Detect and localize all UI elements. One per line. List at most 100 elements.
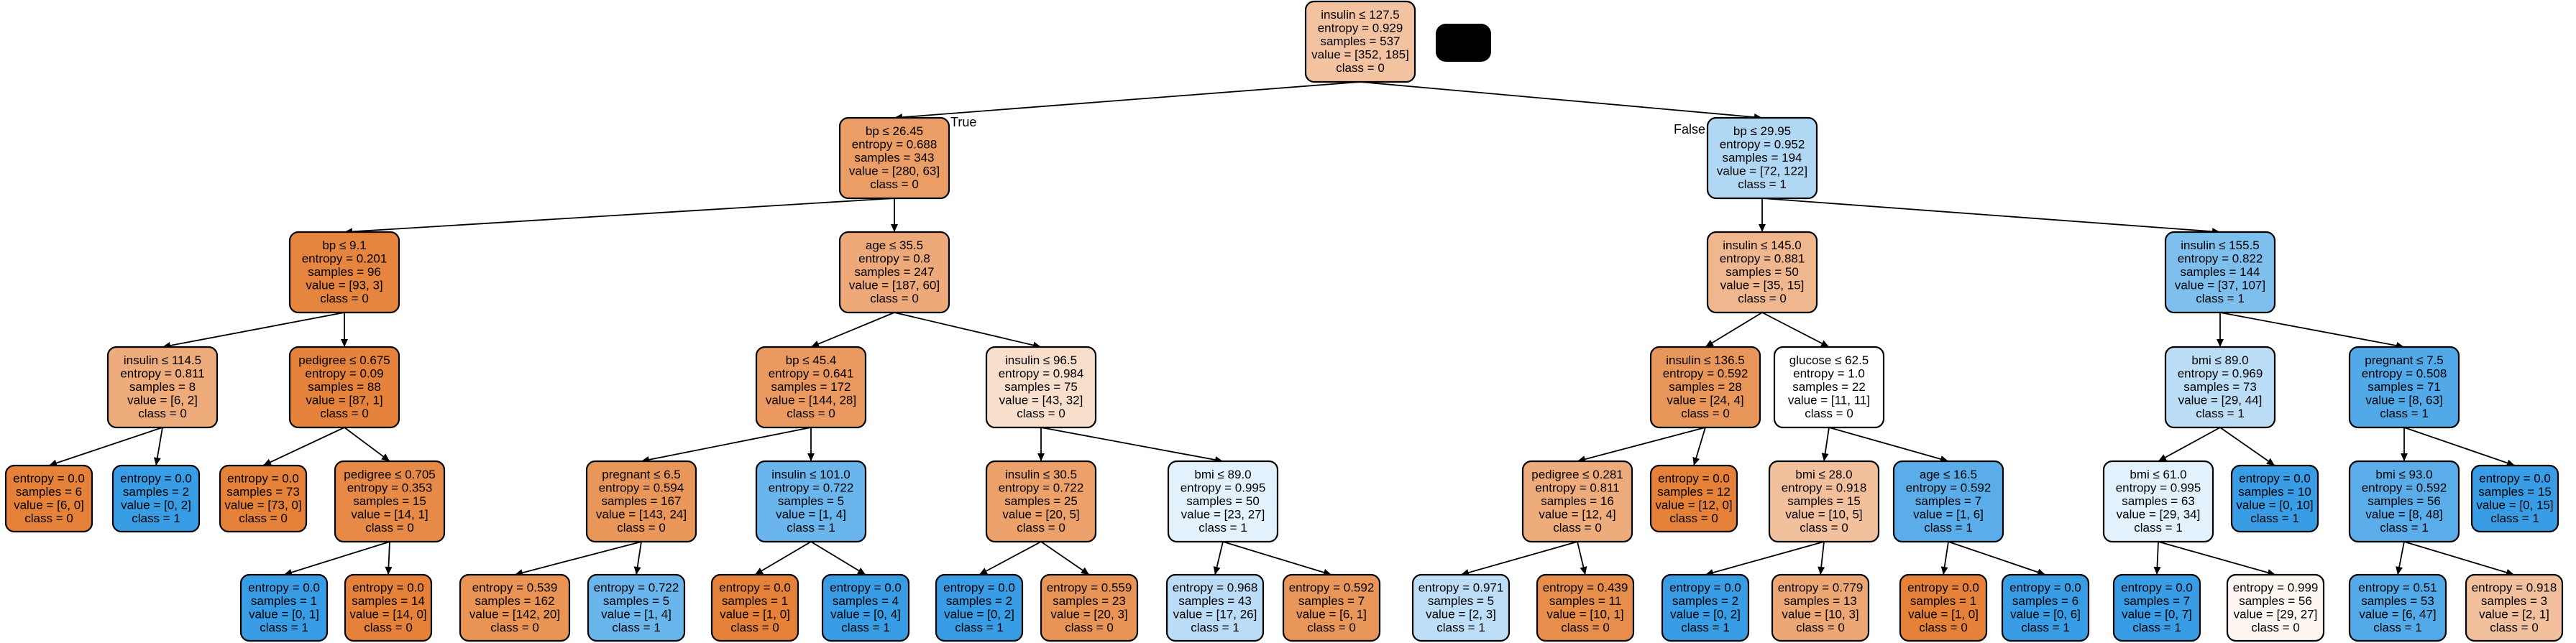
tree-edge-n5-n12 — [1761, 312, 1830, 348]
node-box — [1649, 346, 1761, 429]
node-text-line: samples = 22 — [1792, 380, 1866, 394]
node-box — [2230, 464, 2319, 533]
node-text-line: entropy = 0.201 — [302, 252, 388, 266]
node-text-line: samples = 73 — [2183, 380, 2257, 394]
node-box — [755, 460, 867, 543]
node-text-line: samples = 4 — [833, 594, 899, 608]
edge-arrowhead — [1940, 566, 1948, 575]
node-text-line: insulin ≤ 114.5 — [124, 353, 201, 367]
node-box — [1892, 460, 2004, 543]
true-edge-label: True — [950, 115, 976, 129]
node-text-line: class = 1 — [2196, 292, 2245, 305]
node-text-line: value = [0, 7] — [2122, 607, 2192, 621]
node-text-line: bp ≤ 26.45 — [866, 124, 923, 138]
node-text-line: insulin ≤ 101.0 — [771, 468, 851, 481]
tree-edge-n4-n9 — [810, 312, 895, 348]
tree-edge-n5-n11 — [1705, 312, 1763, 348]
node-text-line: value = [0, 2] — [121, 498, 191, 512]
node-box — [1282, 573, 1381, 642]
node-text-line: samples = 1 — [1910, 594, 1976, 608]
node-box — [2465, 573, 2564, 642]
node-text-line: value = [280, 63] — [849, 165, 940, 178]
edge-arrowhead — [811, 341, 820, 348]
node-text-line: pedigree ≤ 0.675 — [298, 353, 390, 367]
tree-edge-n8-n18 — [344, 427, 390, 462]
node-text-line: class = 0 — [1800, 521, 1848, 535]
node-box — [106, 346, 219, 429]
node-text-line: samples = 12 — [1657, 485, 1731, 499]
node-text-line: entropy = 0.8 — [858, 252, 930, 266]
node-text-line: pregnant ≤ 6.5 — [602, 468, 681, 481]
node-text-line: samples = 15 — [1787, 494, 1861, 508]
node-text-line: value = [0, 1] — [249, 607, 319, 621]
node-text-line: samples = 2 — [1672, 594, 1738, 608]
node-text-line: value = [29, 34] — [2117, 508, 2201, 522]
node-text-line: class = 0 — [787, 407, 835, 420]
node-text-line: value = [10, 1] — [1546, 607, 1623, 621]
node-text-line: class = 0 — [1796, 621, 1845, 634]
node-text-line: class = 0 — [365, 521, 414, 535]
node-box — [2348, 346, 2460, 429]
node-text-line: value = [23, 27] — [1181, 508, 1265, 522]
node-text-line: value = [8, 48] — [2365, 508, 2442, 522]
node-text-line: entropy = 0.811 — [1535, 481, 1619, 495]
node-text-line: bmi ≤ 89.0 — [2191, 353, 2248, 367]
node-text-line: class = 0 — [1561, 621, 1610, 634]
node-box — [710, 573, 799, 642]
edges-layer — [48, 81, 2516, 577]
node-text-line: class = 1 — [955, 621, 1004, 634]
node-text-line: entropy = 0.0 — [943, 580, 1015, 594]
tree-edge-n0-n1 — [894, 81, 1361, 119]
node-text-line: entropy = 0.592 — [1663, 367, 1748, 381]
node-text-line: entropy = 0.995 — [2116, 481, 2201, 495]
node-text-line: class = 1 — [2196, 407, 2245, 420]
tree-edge-n12-n26 — [1828, 427, 1949, 462]
edge-arrowhead — [1037, 453, 1045, 461]
node-box — [1706, 231, 1818, 314]
node-text-line: age ≤ 35.5 — [866, 239, 923, 252]
edge-arrowhead — [2396, 566, 2403, 575]
node-box — [2112, 573, 2201, 642]
node-text-line: class = 1 — [612, 621, 661, 634]
node-text-line: samples = 7 — [2124, 594, 2190, 608]
node-text-line: samples = 14 — [352, 594, 425, 608]
node-text-line: entropy = 0.51 — [2358, 580, 2437, 594]
edge-arrowhead — [263, 458, 272, 466]
node-text-line: value = [143, 24] — [596, 508, 687, 522]
edge-arrowhead — [857, 568, 866, 575]
node-text-line: insulin ≤ 155.5 — [2181, 239, 2260, 252]
tree-edge-n20-n36 — [810, 541, 866, 575]
edge-arrowhead — [1759, 224, 1766, 232]
tree-edge-n6-n14 — [2219, 312, 2405, 348]
node-text-line: class = 1 — [841, 621, 890, 634]
node-text-line: value = [14, 1] — [351, 508, 428, 522]
edge-arrowhead — [2266, 458, 2275, 466]
node-box — [587, 573, 686, 642]
node-text-line: samples = 172 — [771, 380, 851, 394]
node-text-line: value = [10, 3] — [1782, 607, 1858, 621]
node-text-line: class = 1 — [1924, 521, 1973, 535]
node-text-line: samples = 5 — [1428, 594, 1494, 608]
node-text-line: samples = 537 — [1320, 34, 1400, 48]
node-text-line: entropy = 0.592 — [1906, 481, 1991, 495]
node-text-line: value = [35, 15] — [1720, 279, 1805, 292]
tree-edge-n25-n43 — [1705, 541, 1825, 575]
node-text-line: value = [72, 122] — [1717, 165, 1807, 178]
node-text-line: samples = 43 — [1178, 594, 1252, 608]
tree-edge-n14-n30 — [2403, 427, 2516, 466]
node-box — [459, 573, 571, 642]
